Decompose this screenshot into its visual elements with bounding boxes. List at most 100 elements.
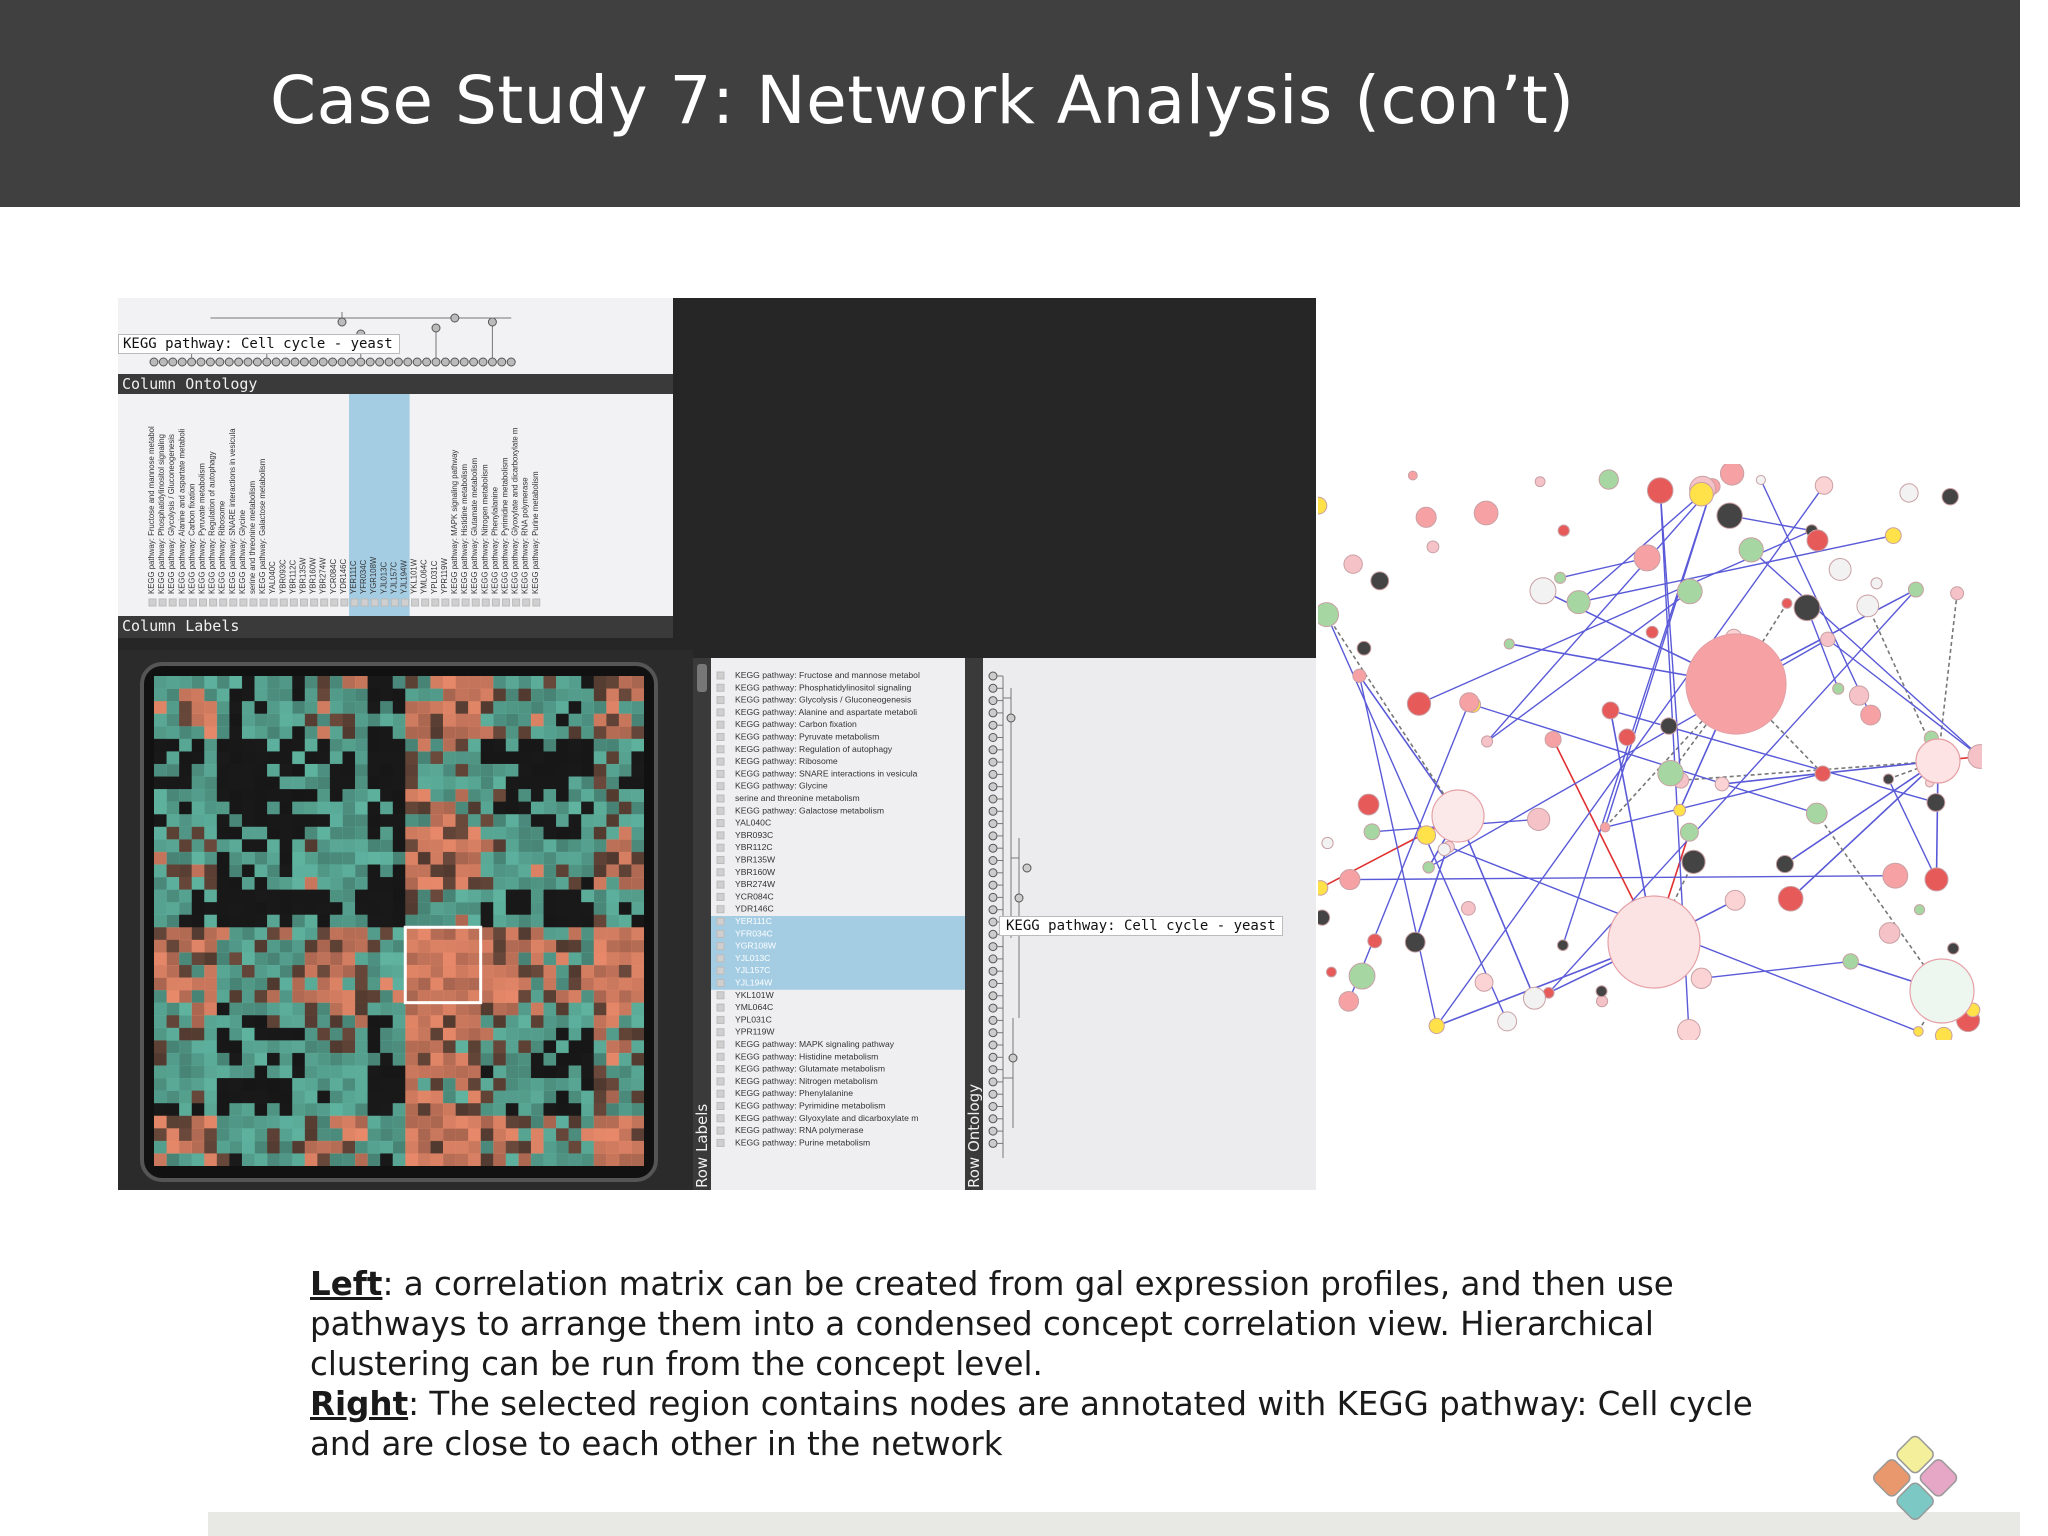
heatmap-cell [455, 789, 469, 802]
heatmap-cell [505, 763, 519, 777]
heatmap-cell [216, 801, 230, 815]
heatmap-cell [480, 902, 494, 916]
heatmap-cell [254, 726, 268, 740]
network-node [1404, 931, 1426, 953]
heatmap-cell [618, 726, 632, 740]
heatmap-cell [279, 751, 293, 765]
right-text: : The selected region contains nodes are… [310, 1385, 1753, 1463]
heatmap-cell [367, 839, 381, 853]
heatmap-cell [367, 851, 381, 865]
heatmap-cell [317, 751, 331, 765]
heatmap-cell [204, 1015, 218, 1029]
heatmap-cell [292, 701, 306, 714]
pathway-tooltip-right: KEGG pathway: Cell cycle - yeast [999, 916, 1283, 936]
heatmap-cell [530, 763, 544, 777]
network-node [1924, 867, 1949, 892]
dendrogram-node [1006, 713, 1016, 723]
row-label: YGR108W [735, 941, 777, 951]
heatmap-cell [367, 1002, 381, 1016]
heatmap-cell [254, 877, 268, 890]
heatmap-cell [505, 713, 519, 727]
heatmap-cell [216, 1103, 230, 1117]
heatmap-cell [191, 990, 205, 1003]
heatmap-cell [543, 864, 557, 878]
heatmap-cell [279, 839, 293, 853]
heatmap-cell [216, 726, 230, 740]
heatmap-cell [216, 851, 230, 865]
heatmap-cell [468, 902, 481, 916]
heatmap-cell [430, 1040, 444, 1054]
heatmap-cell [556, 1078, 569, 1091]
heatmap-cell [392, 889, 406, 903]
dendrogram-node [988, 683, 998, 693]
heatmap-cell [442, 914, 456, 928]
heatmap-cell [241, 751, 255, 765]
dendrogram-node [988, 856, 998, 865]
heatmap-cell [254, 713, 268, 727]
heatmap-cell [480, 801, 494, 815]
heatmap-cell [480, 889, 494, 903]
heatmap-cell [392, 1078, 406, 1091]
heatmap-cell [631, 1002, 644, 1016]
heatmap-cell [543, 1015, 557, 1029]
heatmap-cell [267, 1027, 280, 1041]
heatmap-cell [241, 914, 255, 928]
correlation-heatmap[interactable] [154, 676, 644, 1166]
heatmap-cell [342, 826, 356, 840]
heatmap-cell [581, 688, 595, 702]
heatmap-cell [279, 851, 293, 865]
heatmap-cell [405, 902, 419, 916]
heatmap-cell [581, 713, 595, 727]
heatmap-cell [392, 1040, 406, 1054]
heatmap-cell [518, 701, 532, 714]
heatmap-cell [380, 1065, 394, 1079]
heatmap-cell [267, 927, 280, 941]
heatmap-cell [417, 851, 431, 865]
heatmap-cell [292, 1128, 306, 1142]
row-label: YBR160W [735, 867, 776, 877]
dendrogram-node [328, 357, 338, 367]
network-graph[interactable] [1318, 464, 1982, 1040]
dendrogram-node [393, 357, 403, 367]
heatmap-cell [267, 851, 280, 865]
row-checkbox [716, 991, 725, 1000]
heatmap-cell [380, 789, 394, 802]
heatmap-cell [279, 927, 293, 941]
heatmap-cell [317, 877, 331, 890]
heatmap-cell [292, 851, 306, 865]
row-label: KEGG pathway: SNARE interactions in vesi… [735, 768, 918, 778]
heatmap-cell [304, 1015, 318, 1029]
dendrogram-node [988, 929, 998, 939]
network-edge [1358, 675, 1459, 817]
scroll-handle[interactable] [697, 664, 707, 692]
heatmap-cell [241, 889, 255, 903]
heatmap-cell [518, 889, 532, 903]
heatmap-cell [530, 801, 544, 815]
heatmap-cell [518, 1052, 532, 1066]
heatmap-cell [405, 1153, 419, 1166]
network-node [1599, 822, 1611, 833]
heatmap-cell [468, 789, 481, 802]
column-label: KEGG pathway: MAPK signaling pathway [450, 450, 459, 594]
row-label: KEGG pathway: Glutamate metabolism [735, 1064, 885, 1074]
heatmap-cell [593, 1128, 607, 1142]
column-ontology-label: Column Ontology [122, 375, 258, 393]
heatmap-cell [292, 1040, 306, 1054]
column-checkbox [259, 598, 268, 607]
heatmap-cell [392, 1090, 406, 1104]
heatmap-cell [292, 801, 306, 815]
heatmap-cell [355, 1140, 368, 1154]
column-label: KEGG pathway: Ribosome [218, 501, 227, 594]
heatmap-cell [317, 977, 331, 991]
heatmap-cell [430, 776, 444, 790]
heatmap-cell [154, 1140, 167, 1154]
heatmap-cell [304, 1002, 318, 1016]
heatmap-cell [342, 1140, 356, 1154]
heatmap-cell [568, 1078, 582, 1091]
heatmap-cell [216, 763, 230, 777]
heatmap-cell [317, 839, 331, 853]
heatmap-cell [254, 839, 268, 853]
heatmap-cell [342, 713, 356, 727]
heatmap-cell [606, 688, 620, 702]
heatmap-cell [292, 864, 306, 878]
